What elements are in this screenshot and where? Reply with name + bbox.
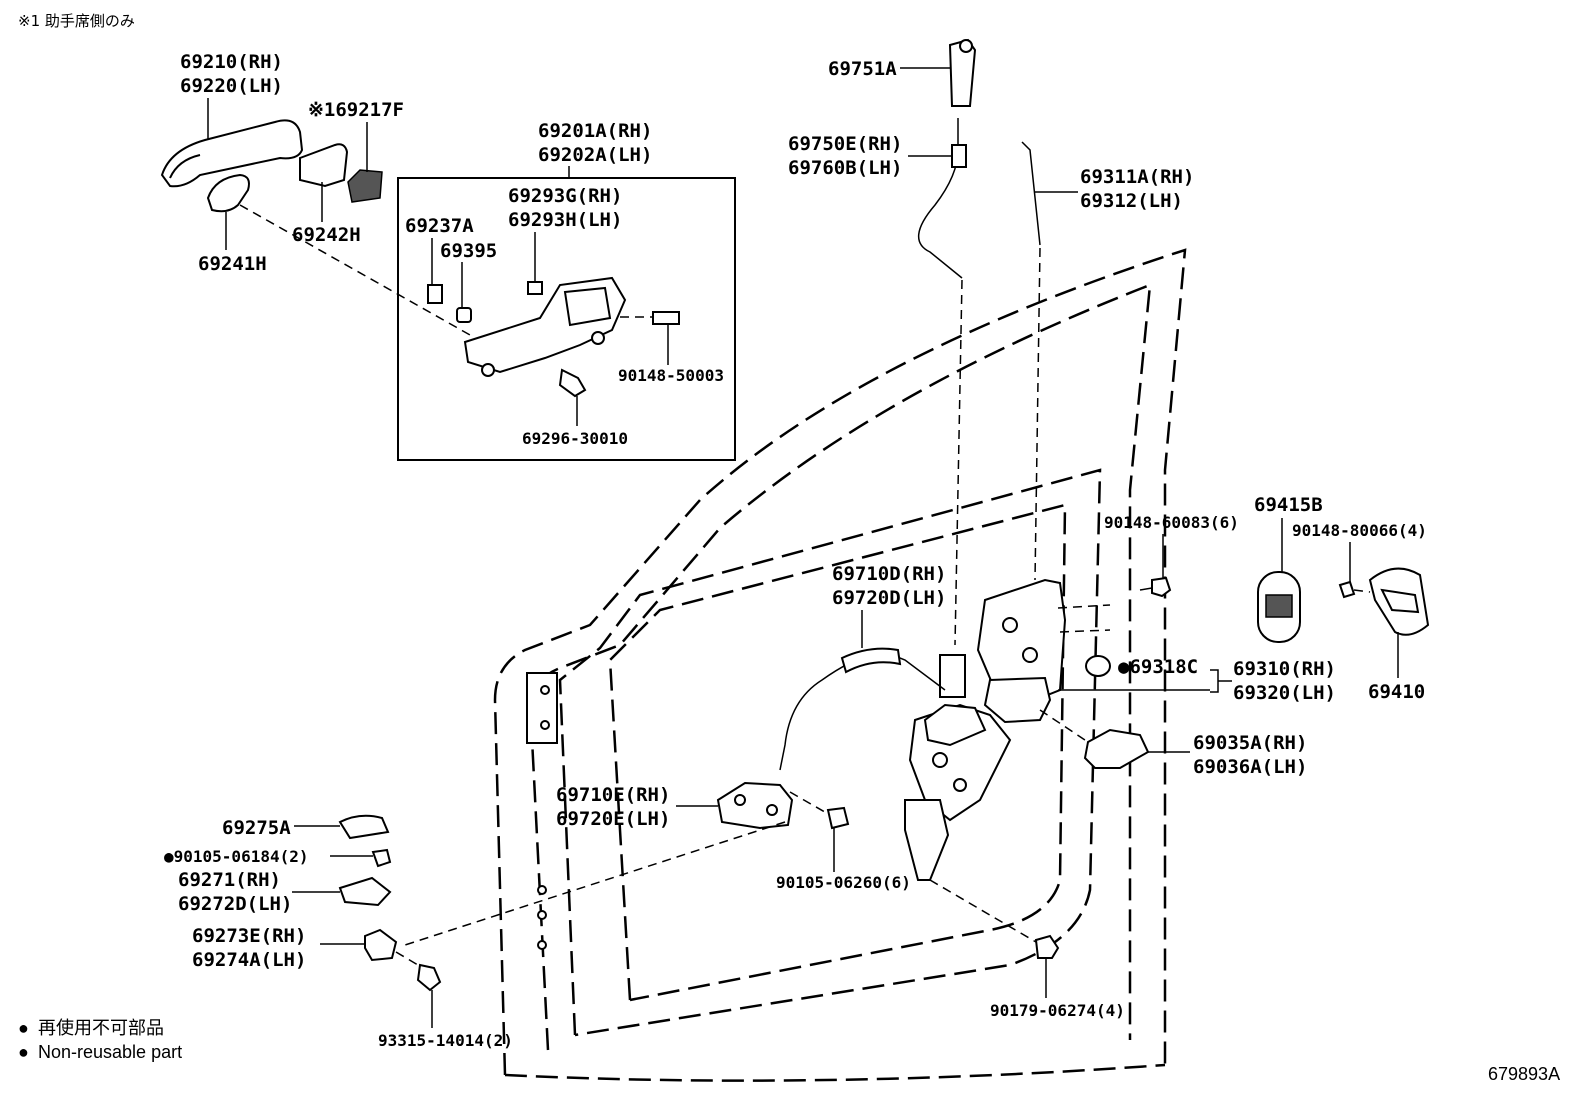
bolt-93315-14014-part[interactable] <box>416 963 442 992</box>
door-frame-outline <box>493 248 1187 1082</box>
clip-69237-part[interactable] <box>427 284 443 304</box>
striker-69410-part[interactable] <box>1368 567 1430 636</box>
label-69201: 69201A(RH) <box>538 120 652 142</box>
bolt-90105-06260-part[interactable] <box>826 806 850 830</box>
label-69275: 69275A <box>222 817 291 839</box>
handle-frame-part[interactable] <box>463 276 627 377</box>
legend-bullet-2: ● <box>18 1042 29 1062</box>
label-69296: 69296-30010 <box>522 429 628 448</box>
cushion-69395-part[interactable] <box>456 307 472 323</box>
lock-cylinder-69751-part[interactable] <box>948 38 977 107</box>
label-69720e: 69720E(LH) <box>556 808 670 830</box>
legend-nonreusable-jp: 再使用不可部品 <box>38 1018 164 1038</box>
bolt-90105-06184-part[interactable] <box>371 848 392 868</box>
label-69410: 69410 <box>1368 681 1425 703</box>
key-cylinder-cover-part[interactable] <box>347 169 383 203</box>
label-69242: 69242H <box>292 224 361 246</box>
screw-90148-80066-part[interactable] <box>1338 580 1356 599</box>
label-69271: 69271(RH) <box>178 869 281 891</box>
legend-bullet-1: ● <box>18 1018 29 1038</box>
label-69310: 69310(RH) <box>1233 658 1336 680</box>
bolt-69296-part[interactable] <box>558 368 587 398</box>
nut-69293-part[interactable] <box>527 281 543 295</box>
label-69415: 69415B <box>1254 494 1323 516</box>
door-lock-assembly-part[interactable] <box>904 578 1067 881</box>
handle-pad-part[interactable] <box>206 173 250 213</box>
cover-69415b-part[interactable] <box>1257 571 1301 643</box>
label-69318: ●69318C <box>1118 656 1198 678</box>
label-69710e: 69710E(RH) <box>556 784 670 806</box>
passenger-side-note: ※1 助手席側のみ <box>18 12 135 30</box>
label-69036: 69036A(LH) <box>1193 756 1307 778</box>
label-69202: 69202A(LH) <box>538 144 652 166</box>
label-69311: 69311A(RH) <box>1080 166 1194 188</box>
label-69217: ※169217F <box>308 99 404 121</box>
bracket-69273e-part[interactable] <box>364 928 398 962</box>
label-69395: 69395 <box>440 240 497 262</box>
rod-69311-part[interactable] <box>1021 141 1041 246</box>
label-90105-06260: 90105-06260(6) <box>776 873 911 892</box>
label-69710d: 69710D(RH) <box>832 563 946 585</box>
label-69293g: 69293G(RH) <box>508 185 622 207</box>
label-90179: 90179-06274(4) <box>990 1001 1125 1020</box>
label-69751: 69751A <box>828 58 897 80</box>
label-69272: 69272D(LH) <box>178 893 292 915</box>
label-69720d: 69720D(LH) <box>832 587 946 609</box>
label-93315: 93315-14014(2) <box>378 1031 513 1050</box>
switch-69035a-part[interactable] <box>1083 728 1150 769</box>
drawing-id: 679893A <box>1488 1064 1560 1084</box>
nut-90179-06274-part[interactable] <box>1034 934 1060 959</box>
label-90148-50003: 90148-50003 <box>618 366 724 385</box>
cable-69710d-part[interactable] <box>779 647 946 771</box>
label-69220: 69220(LH) <box>180 75 283 97</box>
screw-90148-60083-part[interactable] <box>1139 576 1172 598</box>
label-69237: 69237A <box>405 215 474 237</box>
label-90148-80066: 90148-80066(4) <box>1292 521 1427 540</box>
cable-69750-part[interactable] <box>917 118 967 279</box>
legend-nonreusable-en: Non-reusable part <box>38 1042 182 1062</box>
label-69320: 69320(LH) <box>1233 682 1336 704</box>
washer-69318c-part[interactable] <box>1085 655 1111 677</box>
label-69750: 69750E(RH) <box>788 133 902 155</box>
label-90148-60083: 90148-60083(6) <box>1104 513 1239 532</box>
label-69760: 69760B(LH) <box>788 157 902 179</box>
latch-69710e-part[interactable] <box>716 781 794 830</box>
hinge-mount-plate <box>526 672 558 950</box>
label-69241: 69241H <box>198 253 267 275</box>
label-69312: 69312(LH) <box>1080 190 1183 212</box>
handle-cap-part[interactable] <box>299 143 349 188</box>
outside-handle-part[interactable] <box>160 119 304 188</box>
label-69293h: 69293H(LH) <box>508 209 622 231</box>
cover-69275a-part[interactable] <box>338 814 390 840</box>
handle-frame-box <box>397 177 736 461</box>
cover-69271-part[interactable] <box>338 876 392 907</box>
label-69273: 69273E(RH) <box>192 925 306 947</box>
label-69035: 69035A(RH) <box>1193 732 1307 754</box>
label-69274: 69274A(LH) <box>192 949 306 971</box>
label-69210: 69210(RH) <box>180 51 283 73</box>
label-90105-06184: ●90105-06184(2) <box>164 847 309 866</box>
screw-90148-50003-part[interactable] <box>652 311 680 325</box>
